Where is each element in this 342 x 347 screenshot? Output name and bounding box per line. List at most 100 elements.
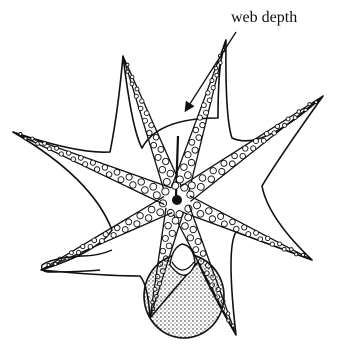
sucker bbox=[234, 226, 239, 231]
sucker bbox=[165, 222, 172, 229]
sucker bbox=[187, 235, 193, 241]
sucker bbox=[207, 98, 212, 103]
sucker bbox=[153, 192, 160, 199]
sucker bbox=[134, 94, 138, 98]
sucker bbox=[210, 168, 216, 174]
sucker bbox=[81, 244, 85, 248]
sucker bbox=[155, 154, 161, 160]
sucker bbox=[71, 157, 76, 162]
sucker bbox=[290, 248, 294, 252]
sucker bbox=[147, 130, 152, 135]
sucker bbox=[282, 247, 286, 251]
sucker bbox=[163, 158, 169, 164]
sucker bbox=[126, 63, 129, 66]
sucker bbox=[149, 123, 154, 128]
sucker bbox=[153, 135, 159, 141]
sucker bbox=[157, 209, 164, 216]
sucker bbox=[130, 82, 134, 86]
sucker bbox=[158, 146, 164, 152]
sucker bbox=[194, 202, 201, 209]
sucker bbox=[114, 225, 120, 231]
sucker bbox=[261, 138, 266, 143]
sucker bbox=[137, 213, 143, 219]
sucker bbox=[114, 169, 120, 175]
sucker bbox=[90, 160, 95, 165]
sucker bbox=[221, 160, 227, 166]
sucker bbox=[126, 70, 129, 73]
sucker bbox=[286, 117, 290, 121]
sucker bbox=[214, 66, 218, 70]
sucker bbox=[172, 217, 179, 224]
sucker bbox=[304, 108, 307, 111]
sucker bbox=[19, 133, 22, 136]
sucker bbox=[103, 232, 108, 237]
sucker bbox=[47, 147, 51, 151]
sucker bbox=[182, 223, 189, 230]
sucker bbox=[264, 131, 269, 136]
sucker bbox=[169, 230, 175, 236]
sucker bbox=[258, 237, 263, 242]
sucker bbox=[230, 219, 236, 225]
sucker bbox=[106, 172, 112, 178]
sucker bbox=[190, 226, 197, 233]
sucker bbox=[143, 118, 148, 123]
sucker bbox=[211, 86, 215, 90]
sucker bbox=[293, 116, 297, 120]
sucker bbox=[240, 153, 245, 158]
sucker bbox=[160, 248, 166, 254]
sucker bbox=[275, 124, 279, 128]
sucker bbox=[192, 147, 198, 153]
sucker bbox=[138, 179, 145, 186]
sucker bbox=[308, 103, 311, 106]
sucker bbox=[199, 175, 206, 182]
sucker bbox=[162, 235, 168, 241]
sucker bbox=[302, 253, 305, 256]
sucker bbox=[83, 162, 88, 167]
sucker bbox=[163, 178, 170, 185]
sucker bbox=[218, 213, 224, 219]
sucker bbox=[138, 106, 143, 111]
sucker bbox=[122, 227, 128, 233]
sucker bbox=[77, 250, 81, 254]
sucker bbox=[278, 242, 282, 246]
sucker bbox=[209, 216, 215, 222]
sucker bbox=[94, 167, 99, 172]
sucker bbox=[197, 115, 202, 120]
sucker bbox=[67, 151, 71, 155]
sucker bbox=[295, 253, 298, 256]
sucker bbox=[130, 182, 136, 188]
sucker bbox=[36, 142, 40, 146]
sucker bbox=[144, 111, 149, 116]
sucker bbox=[181, 164, 188, 171]
sucker bbox=[195, 238, 201, 244]
sucker bbox=[197, 210, 204, 217]
sucker bbox=[254, 139, 259, 144]
sucker bbox=[88, 244, 93, 249]
sucker bbox=[166, 243, 172, 249]
sucker bbox=[188, 182, 195, 189]
sucker bbox=[210, 78, 214, 82]
sucker bbox=[118, 177, 124, 183]
sucker bbox=[150, 183, 157, 190]
sucker bbox=[232, 153, 238, 159]
web-depth-label: web depth bbox=[231, 9, 297, 26]
sucker bbox=[111, 233, 116, 238]
sucker bbox=[130, 75, 134, 79]
sucker bbox=[167, 170, 174, 177]
sucker bbox=[206, 91, 210, 95]
sucker bbox=[188, 159, 194, 165]
sucker bbox=[246, 232, 251, 237]
sucker bbox=[266, 236, 270, 240]
sucker bbox=[54, 262, 57, 265]
sucker bbox=[270, 242, 274, 246]
sucker bbox=[200, 122, 205, 127]
sucker bbox=[208, 176, 215, 183]
sucker bbox=[140, 99, 144, 103]
sucker bbox=[43, 142, 47, 146]
sucker bbox=[151, 142, 157, 148]
sucker bbox=[24, 137, 27, 140]
sucker bbox=[272, 131, 276, 135]
sucker bbox=[226, 312, 230, 316]
sucker bbox=[221, 221, 227, 227]
sucker bbox=[219, 168, 225, 174]
